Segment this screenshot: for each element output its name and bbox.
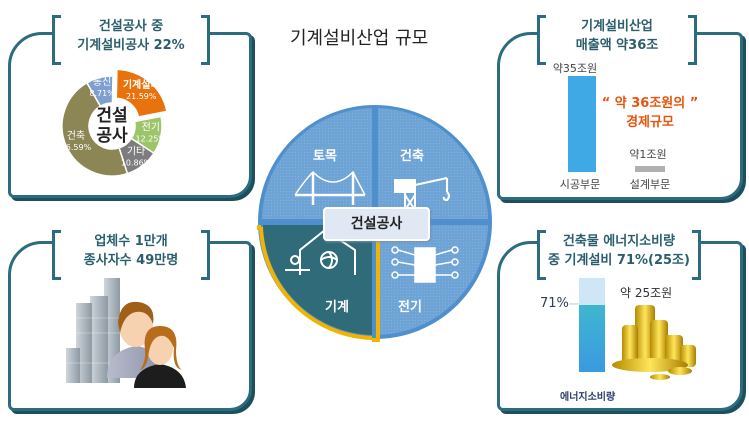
donut-value-label: 10.86% [121,158,152,167]
energy-bar-label: 에너지소비량 [560,392,616,403]
donut-category-label: 건축 [67,130,85,142]
bridge-icon [294,170,366,205]
workers-title-bracket: 업체수 1만개 종사자수 49만명 [52,230,210,280]
quadrant-label-civil: 토목 [313,149,337,164]
quadrant-architecture [378,108,488,219]
donut-value-label: 12.25% [136,134,167,143]
donut-category-label: 기계설비 [123,78,160,91]
donut-category-label: 전기 [142,121,160,133]
donut-category-label: 기타 [127,145,145,157]
sales-title: 기계설비산업 매출액 약36조 [575,19,659,53]
donut-slice-0 [115,68,168,118]
energy-bar-fill [579,305,605,372]
quadrant-label-mechanical: 기계 [325,300,349,315]
energy-amount-label: 약 25조원 [620,286,673,300]
sales-bar-chart: 약35조원 시공부문 약1조원 설계부문 [540,60,690,191]
gold-coins-icon [612,305,696,380]
quadrant-label-electric: 전기 [398,300,422,315]
bar-category-label: 설계부문 [629,178,671,191]
energy-title: 건축물 에너지소비량 중 기계설비 71%(25조) [548,234,690,268]
bar-construction [568,76,596,172]
donut-value-label: 8.71% [89,89,115,98]
bar-value-label: 약1조원 [629,148,667,161]
donut-value-label: 21.59% [126,92,157,101]
bar-value-label: 약35조원 [552,62,598,75]
page-title: 기계설비산업 규모 [290,28,429,49]
quadrant-mechanical [263,225,372,335]
energy-bar-track [579,278,605,372]
share-title: 건설공사 중 기계설비공사 22% [77,19,185,53]
energy-title-bracket: 건축물 에너지소비량 중 기계설비 71%(25조) [537,230,701,280]
economic-scale-highlight: “ 약 36조원의 ” 경제규모 [601,96,699,130]
donut-category-label: 통신 [93,76,111,88]
sales-title-bracket: 기계설비산업 매출액 약36조 [537,15,697,65]
donut-slice-4 [85,75,114,108]
bar-design [635,166,665,172]
energy-percent-label: 71%····· [540,296,579,312]
donut-slice-3 [61,81,129,177]
donut-center-label: 건설 공사 [96,106,128,146]
donut-value-label: 46.59% [61,143,92,152]
buildings-and-people-illustration [66,278,186,388]
circuit-board-icon [391,246,459,283]
bar-category-label: 시공부문 [559,178,601,191]
circle-center-label: 건설공사 [323,207,430,241]
share-title-bracket: 건설공사 중 기계설비공사 22% [52,15,210,65]
construction-circle-diagram [257,105,492,342]
quadrant-civil [262,108,372,219]
quadrant-label-architecture: 건축 [400,149,424,164]
workers-title: 업체수 1만개 종사자수 49만명 [83,234,179,268]
